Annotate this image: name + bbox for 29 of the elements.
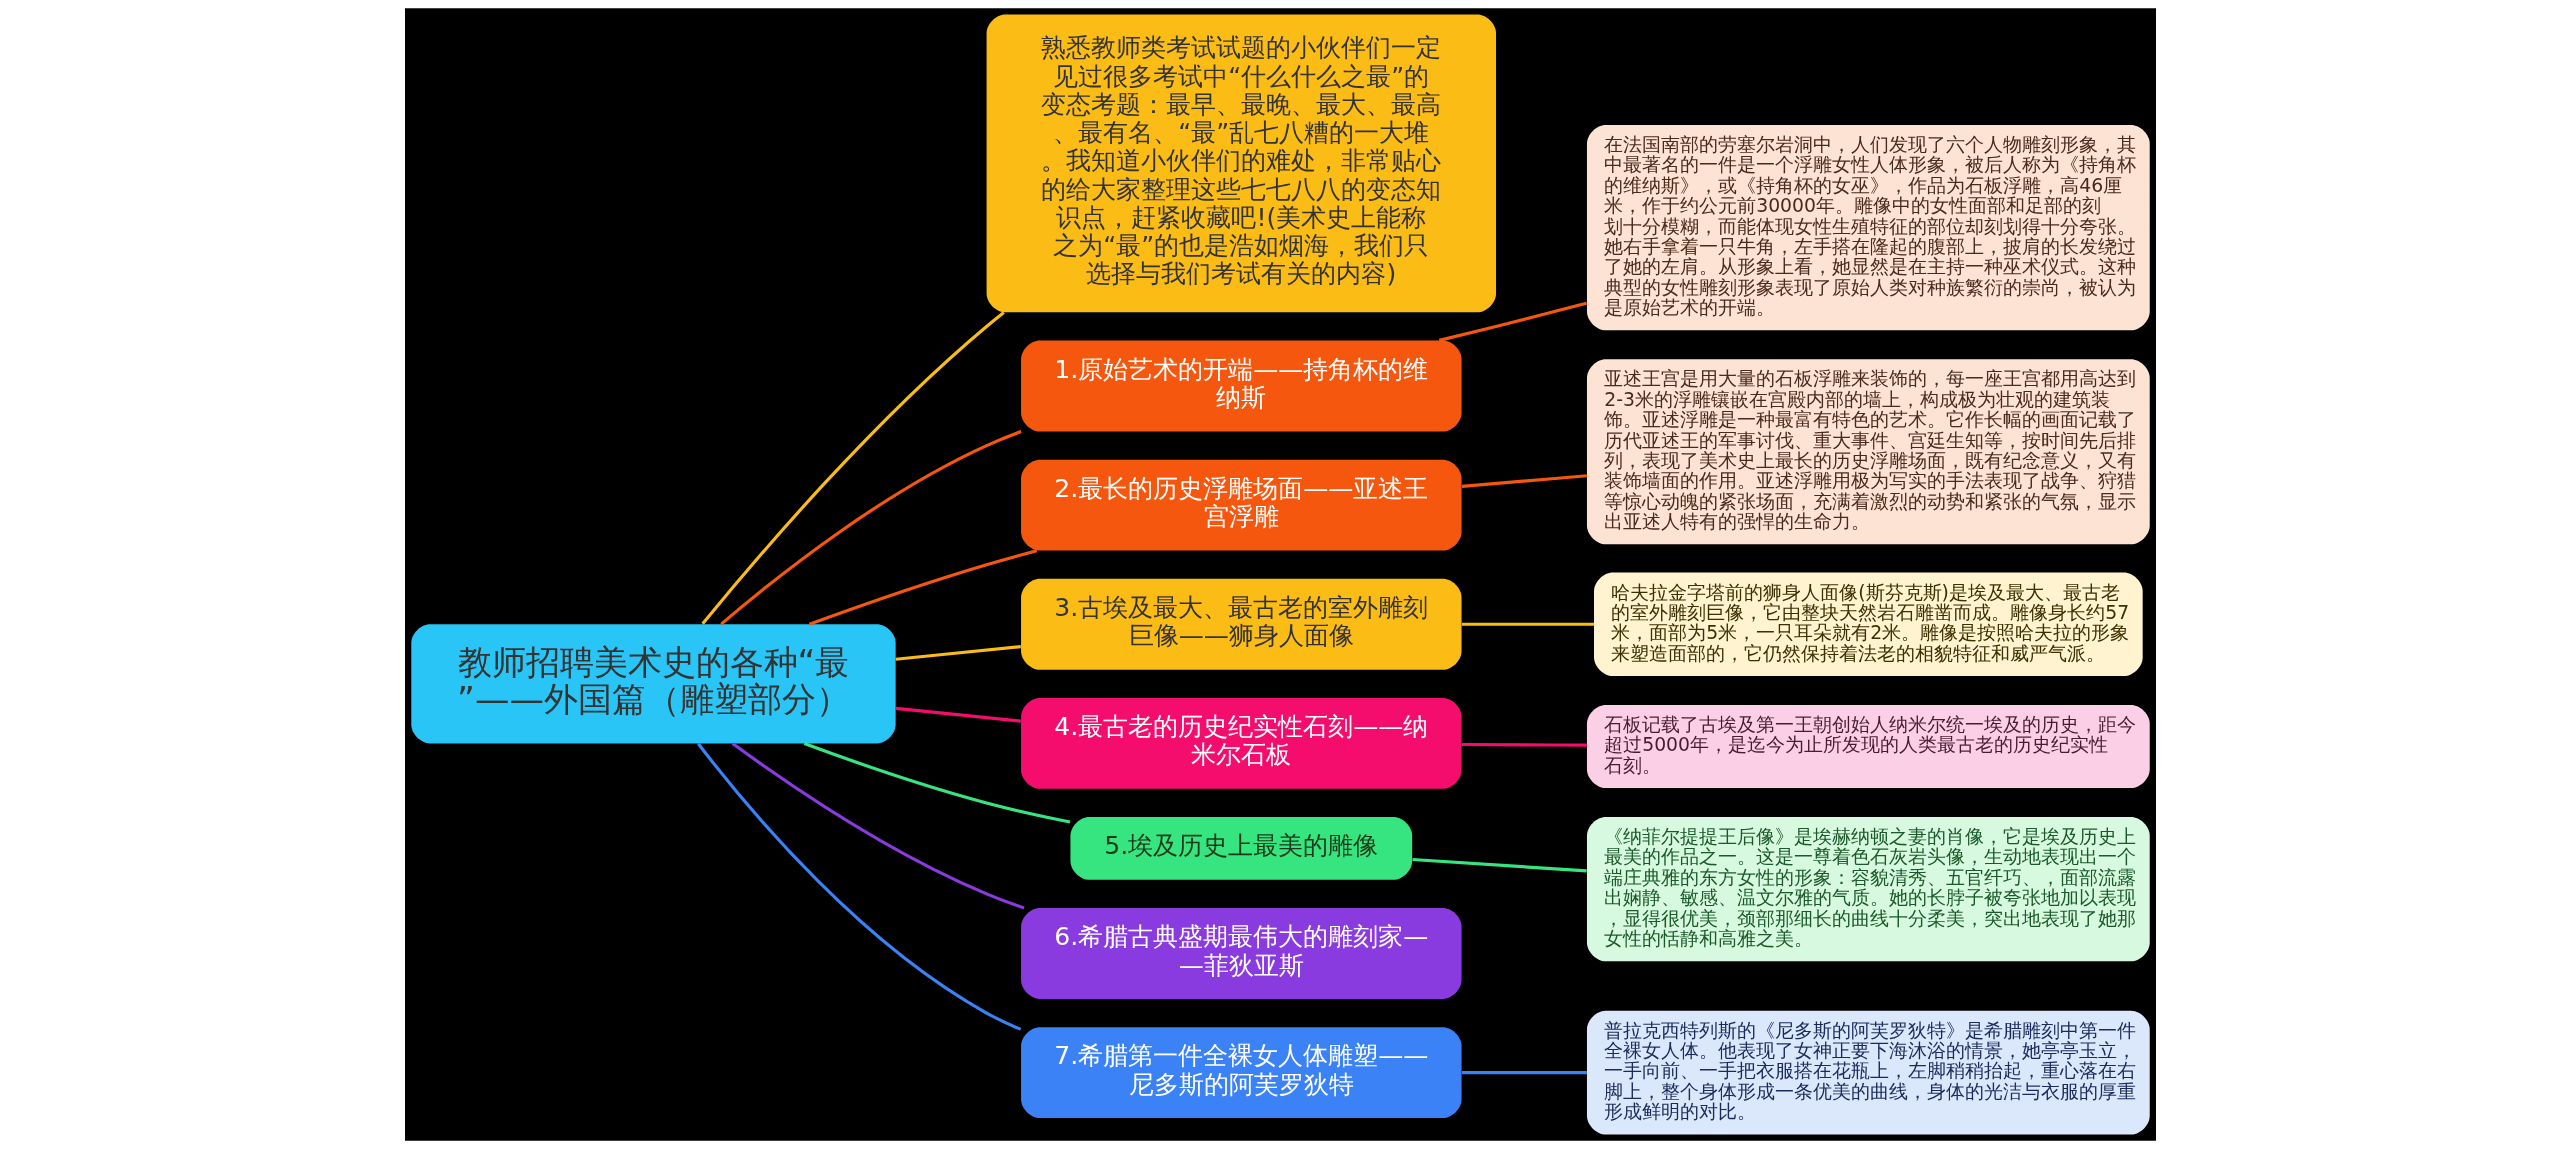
connector bbox=[700, 311, 1005, 625]
connector bbox=[719, 430, 1022, 626]
connector bbox=[1411, 857, 1587, 873]
node-box: 亚述王宫是用大量的石板浮雕来装饰的，每一座王宫都用高达到2-3米的浮雕镶嵌在宫殿内部的墙上，构成极为壮观的建筑装饰。亚述浮雕是一种最富有特色的艺术。它作长幅的画面记载了历代亚述王的军事讨伐、重大事件、宫廷生知等，按时间先后排列，表现了美术史上最长的历史浮雕场面，既有纪念意义，又有装饰墙面的作用。亚述浮雕用极为写实的手法表现了战争、狩猎等惊心动魄的紧张场面，充满着激烈的动势和紧张的气氛，显示出亚述人特有的强悍的生命力。 bbox=[1586, 359, 2150, 545]
connector bbox=[1461, 622, 1594, 626]
connector bbox=[1438, 301, 1587, 342]
connector bbox=[1461, 1071, 1587, 1075]
node-box: 4.最古老的历史纪实性石刻——纳米尔石板 bbox=[1020, 697, 1462, 789]
node-box: 6.希腊古典盛期最伟大的雕刻家——菲狄亚斯 bbox=[1020, 908, 1462, 999]
connector bbox=[808, 549, 1037, 626]
node-box: 5.埃及历史上最美的雕像 bbox=[1069, 817, 1412, 880]
node-box: 1.原始艺术的开端——持角杯的维纳斯 bbox=[1020, 340, 1462, 432]
connector bbox=[895, 706, 1021, 723]
connector bbox=[1461, 742, 1587, 747]
node-box: 在法国南部的劳塞尔岩洞中，人们发现了六个人物雕刻形象，其中最著名的一件是一个浮雕女性人体形象，被后人称为《持角杯的维纳斯》，或《持角杯的女巫》，作品为石板浮雕，高46厘米，作于约公元前30000年。雕像中的女性面部和足部的刻划十分模糊，而能体现女性生殖特征的部位却刻划得十分夸张。她右手拿着一只牛角，左手搭在隆起的腹部上，披肩的长发绕过了她的左肩。从形象上看，她显然是在主持一种巫术仪式。这种典型的女性雕刻形象表现了原始人类对种族繁衍的崇尚，被认为是原始艺术的开端。 bbox=[1586, 125, 2150, 331]
node-box: 《纳菲尔提提王后像》是埃赫纳顿之妻的肖像，它是埃及历史上最美的作品之一。这是一尊着色石灰岩头像，生动地表现出一个端庄典雅的东方女性的形象：容貌清秀、五官纤巧、，面部流露出娴静、敏感、温文尔雅的气质。她的长脖子被夸张地加以表现，显得很优美，颈部那细长的曲线十分柔美，突出地表现了她那女性的恬静和高雅之美。 bbox=[1586, 817, 2150, 962]
node-box: 普拉克西特列斯的《尼多斯的阿芙罗狄特》是希腊雕刻中第一件全裸女人体。他表现了女神正要下海沐浴的情景，她亭亭玉立，一手向前、一手把衣服搭在花瓶上，左脚稍稍抬起，重心落在右脚上，整个身体形成一条优美的曲线，身体的光洁与衣服的厚重形成鲜明的对比。 bbox=[1586, 1010, 2150, 1135]
node-box: 3.古埃及最大、最古老的室外雕刻巨像——狮身人面像 bbox=[1020, 578, 1462, 670]
node-box: 教师招聘美术史的各种“最”——外国篇（雕塑部分） bbox=[410, 624, 896, 744]
node-box: 石板记载了古埃及第一王朝创始人纳米尔统一埃及的历史，距今超过5000年，是迄今为止所发现的人类最古老的历史纪实性石刻。 bbox=[1586, 705, 2150, 789]
node-box: 哈夫拉金字塔前的狮身人面像(斯芬克斯)是埃及最大、最古老的室外雕刻巨像，它由整块天然岩石雕凿而成。雕像身长约57米，面部为5米，一只耳朵就有2米。雕像是按照哈夫拉的形象来塑造面部的，它仍然保持着法老的相貌特征和威严气派。 bbox=[1593, 572, 2143, 676]
node-box: 2.最长的历史浮雕场面——亚述王宫浮雕 bbox=[1020, 459, 1462, 551]
node-box: 7.希腊第一件全裸女人体雕塑——尼多斯的阿芙罗狄特 bbox=[1020, 1027, 1462, 1119]
connector bbox=[1461, 474, 1587, 488]
connector bbox=[696, 742, 1021, 1031]
connector bbox=[803, 742, 1070, 824]
connector bbox=[731, 742, 1025, 910]
connector bbox=[895, 645, 1021, 661]
node-box: 熟悉教师类考试试题的小伙伴们一定见过很多考试中“什么什么之最”的变态考题：最早、最晚、最大、最高、最有名、“最”乱七八糟的一大堆。我知道小伙伴们的难处，非常贴心的给大家整理这些七七八八的变态知识点，赶紧收藏吧!(美术史上能称之为“最”的也是浩如烟海，我们只选择与我们考试有关的内容) bbox=[986, 14, 1496, 313]
